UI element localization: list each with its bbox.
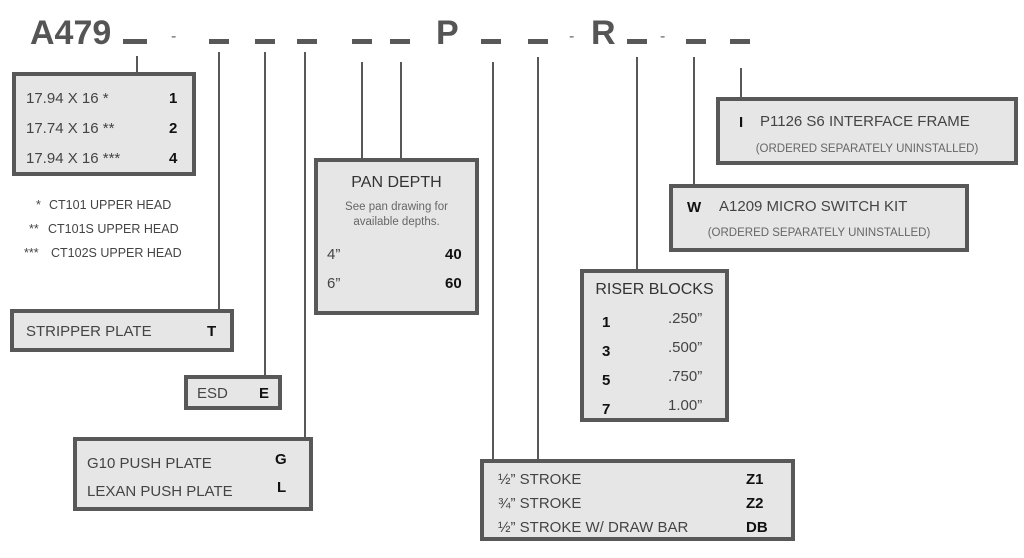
slot-underscore (627, 39, 647, 44)
footnote-text: CT101 UPPER HEAD (49, 198, 172, 212)
part-p-letter: P (436, 14, 459, 52)
stroke-code: DB (746, 519, 768, 536)
pan-depth-note: available depths. (353, 216, 440, 228)
footnote-text: CT102S UPPER HEAD (51, 246, 182, 260)
head-size-label: 17.94 X 16 * (26, 90, 109, 107)
stroke-label: ¾” STROKE (498, 495, 582, 512)
slot-underscore (686, 39, 706, 44)
riser-block-code: 1 (602, 314, 611, 331)
pan-depth-title: PAN DEPTH (351, 174, 442, 191)
micro-switch-label: A1209 MICRO SWITCH KIT (719, 198, 908, 215)
dash-separator: - (660, 28, 666, 45)
dash-separator: - (569, 28, 575, 45)
head-size-code: 4 (169, 150, 178, 167)
push-plate-label: LEXAN PUSH PLATE (87, 483, 233, 500)
stripper-plate-label: STRIPPER PLATE (26, 323, 152, 340)
interface-frame-label: P1126 S6 INTERFACE FRAME (760, 113, 970, 130)
push-plate-label: G10 PUSH PLATE (87, 455, 212, 472)
riser-block-code: 3 (602, 343, 611, 360)
micro-switch-box: W A1209 MICRO SWITCH KIT (ORDERED SEPARA… (669, 184, 969, 252)
riser-block-value: .500” (668, 339, 703, 356)
footnote-mark: * (36, 198, 41, 212)
head-size-label: 17.74 X 16 ** (26, 120, 115, 137)
riser-block-value: .750” (668, 368, 703, 385)
pan-depth-box: PAN DEPTH See pan drawing for available … (314, 158, 479, 315)
pan-depth-label: 6” (327, 275, 341, 292)
push-plate-code: L (277, 479, 287, 496)
riser-blocks-title: RISER BLOCKS (595, 281, 714, 298)
pan-depth-note: See pan drawing for (345, 201, 448, 213)
pan-depth-code: 40 (445, 246, 462, 263)
riser-block-value: .250” (668, 310, 703, 327)
footnote-mark: ** (29, 222, 39, 236)
push-plate-code: G (275, 451, 287, 468)
riser-block-code: 5 (602, 372, 611, 389)
head-size-label: 17.94 X 16 *** (26, 150, 121, 167)
head-size-code: 1 (169, 90, 178, 107)
stroke-label: ½” STROKE W/ DRAW BAR (498, 519, 689, 536)
footnote-text: CT101S UPPER HEAD (48, 222, 179, 236)
riser-block-value: 1.00” (668, 397, 703, 414)
micro-switch-note: (ORDERED SEPARATELY UNINSTALLED) (707, 227, 931, 239)
riser-block-code: 7 (602, 401, 611, 418)
stroke-code: Z2 (746, 495, 764, 512)
stroke-box: ½” STROKE Z1 ¾” STROKE Z2 ½” STROKE W/ D… (480, 459, 795, 541)
slot-underscore (481, 39, 501, 44)
riser-blocks-box: RISER BLOCKS 1 .250” 3 .500” 5 .750” 7 1… (580, 269, 729, 422)
slot-underscore (123, 39, 147, 44)
slot-underscore (297, 39, 317, 44)
slot-underscore (390, 39, 410, 44)
head-size-code: 2 (169, 120, 178, 137)
stripper-plate-code: T (207, 323, 217, 340)
stroke-label: ½” STROKE (498, 471, 582, 488)
interface-frame-box: I P1126 S6 INTERFACE FRAME (ORDERED SEPA… (716, 97, 1018, 165)
slot-underscore (730, 39, 750, 44)
esd-box: ESD E (184, 375, 282, 410)
slot-underscore (528, 39, 548, 44)
pan-depth-code: 60 (445, 275, 462, 292)
dash-separator: - (171, 28, 177, 45)
stroke-code: Z1 (746, 471, 764, 488)
stripper-plate-box: STRIPPER PLATE T (10, 309, 234, 352)
interface-frame-note: (ORDERED SEPARATELY UNINSTALLED) (755, 143, 979, 155)
slot-underscore (352, 39, 372, 44)
push-plate-box: G10 PUSH PLATE G LEXAN PUSH PLATE L (73, 437, 313, 511)
part-prefix: A479 (30, 14, 112, 52)
esd-code: E (259, 385, 270, 402)
slot-underscore (255, 39, 275, 44)
head-size-box: 17.94 X 16 * 1 17.74 X 16 ** 2 17.94 X 1… (12, 72, 196, 176)
pan-depth-label: 4” (327, 246, 341, 263)
part-r-letter: R (591, 14, 616, 52)
interface-frame-code: I (739, 114, 744, 131)
footnote-mark: *** (24, 246, 39, 260)
esd-label: ESD (197, 385, 228, 402)
slot-underscore (209, 39, 229, 44)
micro-switch-code: W (687, 199, 702, 216)
